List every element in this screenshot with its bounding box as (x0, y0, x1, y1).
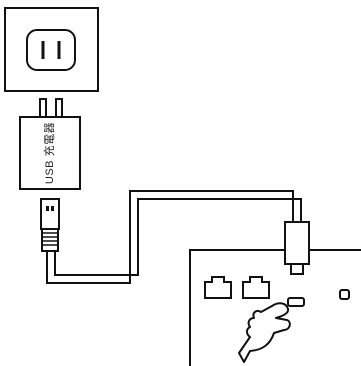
micro-usb-plug-icon (284, 221, 310, 275)
ethernet-port-1 (204, 276, 232, 299)
charger-prongs (39, 98, 63, 118)
usb-a-plug-icon (40, 198, 60, 252)
usb-cable (46, 190, 302, 284)
micro-usb-port (287, 297, 305, 307)
usb-charger-icon: USB 充電器 (19, 116, 81, 190)
status-led (339, 289, 350, 300)
charger-label: USB 充電器 (42, 122, 56, 184)
ethernet-port-2 (242, 276, 270, 299)
pointing-hand-icon (238, 302, 291, 363)
wall-outlet-icon (4, 7, 99, 92)
